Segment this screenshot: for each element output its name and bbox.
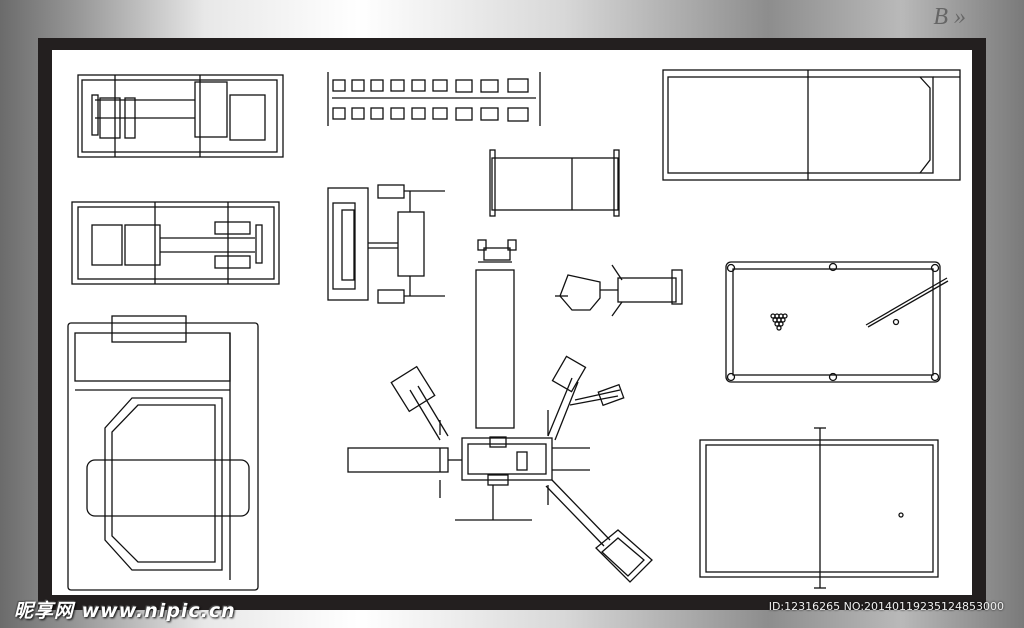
billiard-table-icon	[725, 261, 949, 383]
adjustable-bench-icon	[67, 315, 259, 591]
flat-bench-icon	[489, 149, 620, 217]
watermark-site: 昵享网 www.nipic.cn	[14, 600, 236, 622]
leg-curl-machine-icon	[71, 201, 280, 285]
multi-station-gym-icon	[347, 239, 653, 583]
page-label: B »	[933, 4, 966, 30]
dumbbell-rack-icon	[327, 72, 541, 126]
ping-pong-table-icon	[699, 427, 939, 589]
chest-press-machine-icon	[327, 184, 445, 304]
watermark-id: ID:12316265 NO:20140119235124853000	[768, 600, 1004, 613]
rowing-seat-icon	[555, 264, 683, 317]
treadmill-top-view-icon	[662, 69, 961, 181]
leg-press-machine-icon	[77, 74, 284, 158]
